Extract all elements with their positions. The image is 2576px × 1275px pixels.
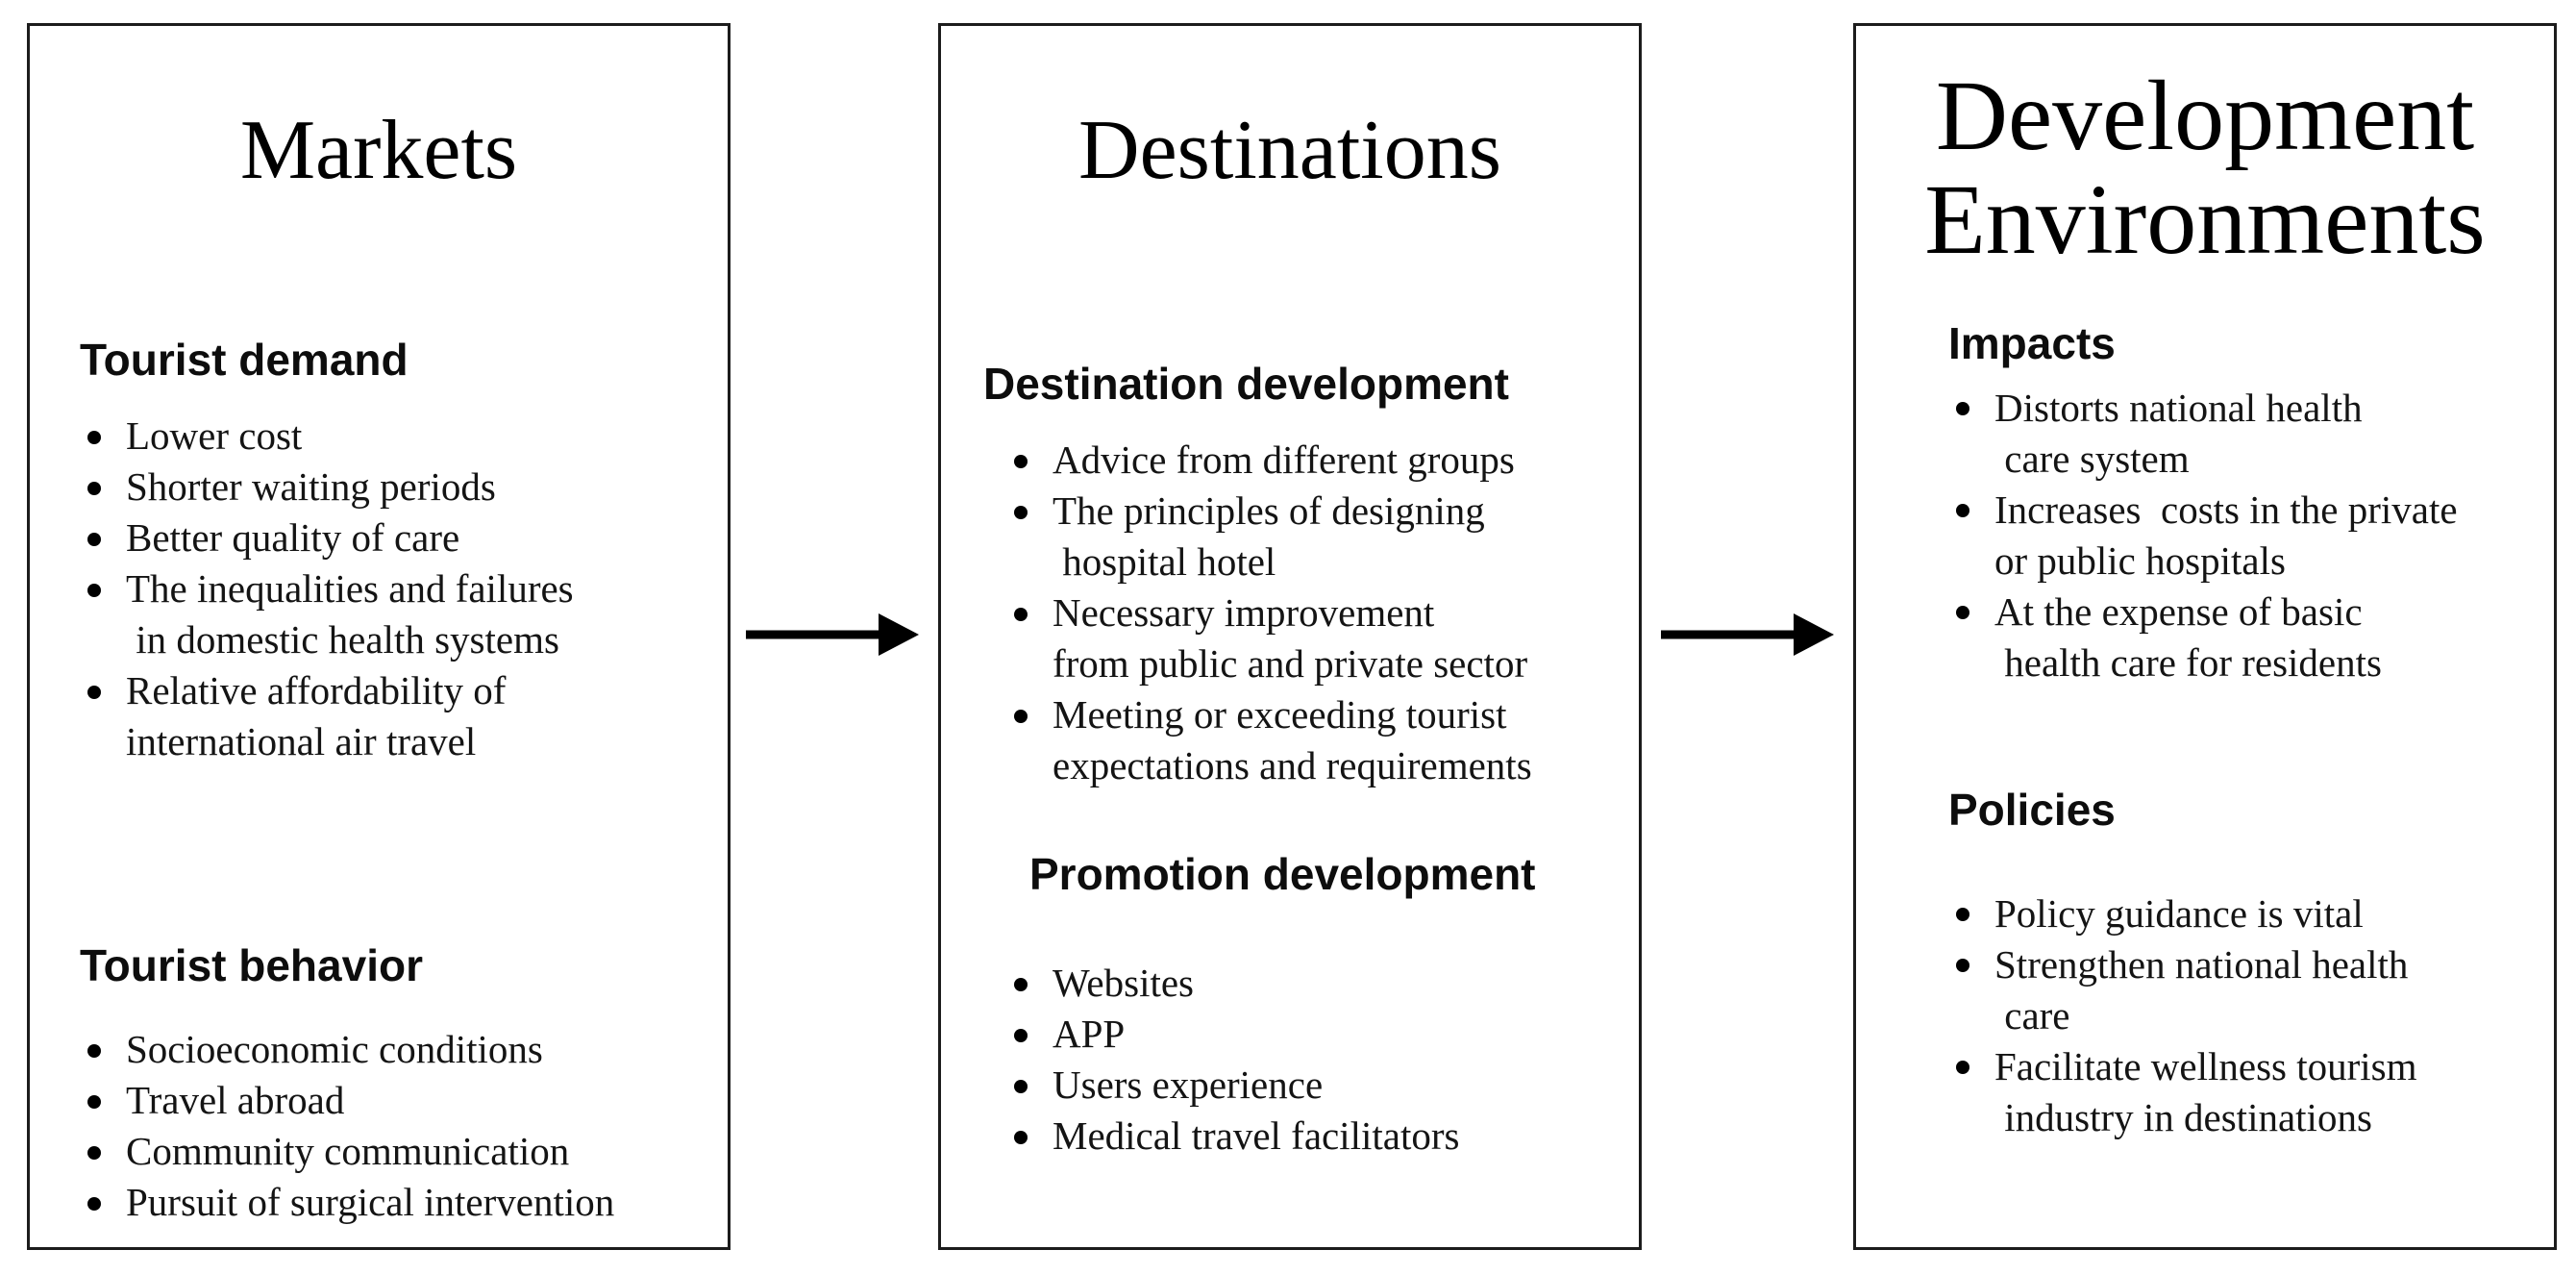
bullet-text: At the expense of basic health care for … xyxy=(1994,589,2382,686)
box-destinations-title: Destinations xyxy=(1078,104,1501,197)
bullet-icon xyxy=(1956,1061,1969,1075)
section-destination-development: Destination development Advice from diff… xyxy=(941,359,1639,791)
section-heading: Tourist demand xyxy=(80,335,409,386)
bullet-text: Distorts national health care system xyxy=(1994,386,2363,482)
list-item: Websites xyxy=(1014,958,1639,1009)
bullet-text: Necessary improvement from public and pr… xyxy=(1053,590,1528,687)
flow-arrow-destinations-to-development xyxy=(1661,613,1834,656)
list-item: Necessary improvement from public and pr… xyxy=(1014,588,1639,689)
bullet-icon xyxy=(1014,455,1028,469)
bullet-list: Distorts national health care system Inc… xyxy=(1856,383,2554,688)
bullet-icon xyxy=(1956,908,1969,922)
bullet-icon xyxy=(87,1044,101,1059)
box-development-environments-title: Development Environments xyxy=(1924,61,2486,276)
bullet-text: Meeting or exceeding tourist expectation… xyxy=(1053,692,1532,788)
bullet-icon xyxy=(87,482,101,496)
list-item: Distorts national health care system xyxy=(1956,383,2554,485)
box-markets: Markets Tourist demand Lower cost Shorte… xyxy=(27,23,731,1250)
bullet-icon xyxy=(87,686,101,700)
bullet-text: Medical travel facilitators xyxy=(1053,1113,1460,1159)
section-policies: Policies Policy guidance is vital Streng… xyxy=(1856,785,2554,1143)
bullet-icon xyxy=(1014,608,1028,622)
bullet-text: Pursuit of surgical intervention xyxy=(126,1180,615,1225)
bullet-list: Policy guidance is vital Strengthen nati… xyxy=(1856,888,2554,1143)
list-item: APP xyxy=(1014,1009,1639,1060)
bullet-text: Travel abroad xyxy=(126,1078,345,1123)
list-item: Relative affordability of international … xyxy=(87,665,728,767)
bullet-icon xyxy=(1014,710,1028,724)
section-heading: Impacts xyxy=(1948,318,2116,369)
list-item: The inequalities and failures in domesti… xyxy=(87,563,728,665)
bullet-text: Shorter waiting periods xyxy=(126,464,496,510)
bullet-icon xyxy=(1956,606,1969,620)
bullet-list: Advice from different groups The princip… xyxy=(941,435,1639,791)
bullet-icon xyxy=(87,431,101,445)
bullet-text: Socioeconomic conditions xyxy=(126,1027,543,1072)
bullet-text: Users experience xyxy=(1053,1062,1324,1108)
bullet-text: The inequalities and failures in domesti… xyxy=(126,566,574,662)
list-item: Shorter waiting periods xyxy=(87,462,728,512)
bullet-text: Increases costs in the private or public… xyxy=(1994,488,2458,584)
list-item: Socioeconomic conditions xyxy=(87,1024,728,1075)
list-item: Users experience xyxy=(1014,1060,1639,1111)
section-promotion-development: Promotion development Websites APP Users… xyxy=(941,849,1639,1162)
list-item: Medical travel facilitators xyxy=(1014,1111,1639,1162)
bullet-list: Socioeconomic conditions Travel abroad C… xyxy=(30,1024,728,1228)
list-item: Strengthen national health care xyxy=(1956,939,2554,1041)
list-item: Meeting or exceeding tourist expectation… xyxy=(1014,689,1639,791)
list-item: The principles of designing hospital hot… xyxy=(1014,486,1639,588)
bullet-icon xyxy=(87,1146,101,1161)
bullet-icon xyxy=(1014,978,1028,992)
bullet-text: Better quality of care xyxy=(126,515,460,561)
list-item: Better quality of care xyxy=(87,512,728,563)
bullet-text: Strengthen national health care xyxy=(1994,942,2409,1038)
bullet-text: APP xyxy=(1053,1012,1126,1057)
bullet-text: Lower cost xyxy=(126,413,303,459)
bullet-icon xyxy=(87,1197,101,1212)
box-destinations: Destinations Destination development Adv… xyxy=(938,23,1642,1250)
section-tourist-demand: Tourist demand Lower cost Shorter waitin… xyxy=(30,335,728,767)
bullet-text: The principles of designing hospital hot… xyxy=(1053,488,1485,585)
bullet-text: Relative affordability of international … xyxy=(126,668,507,764)
bullet-text: Community communication xyxy=(126,1129,570,1174)
bullet-icon xyxy=(1014,1080,1028,1094)
bullet-icon xyxy=(1014,506,1028,520)
list-item: Lower cost xyxy=(87,411,728,462)
section-heading: Policies xyxy=(1948,785,2116,836)
section-impacts: Impacts Distorts national health care sy… xyxy=(1856,318,2554,688)
list-item: Community communication xyxy=(87,1126,728,1177)
bullet-list: Lower cost Shorter waiting periods Bette… xyxy=(30,411,728,767)
bullet-icon xyxy=(1956,402,1969,416)
bullet-text: Policy guidance is vital xyxy=(1994,891,2364,937)
section-tourist-behavior: Tourist behavior Socioeconomic condition… xyxy=(30,940,728,1228)
bullet-icon xyxy=(1014,1029,1028,1043)
section-heading: Tourist behavior xyxy=(80,940,423,991)
bullet-text: Facilitate wellness tourism industry in … xyxy=(1994,1044,2417,1140)
box-markets-title: Markets xyxy=(239,104,518,197)
list-item: Advice from different groups xyxy=(1014,435,1639,486)
list-item: Travel abroad xyxy=(87,1075,728,1126)
bullet-list: Websites APP Users experience Medical tr… xyxy=(941,958,1639,1162)
box-development-environments: Development Environments Impacts Distort… xyxy=(1853,23,2557,1250)
bullet-icon xyxy=(87,533,101,547)
bullet-text: Advice from different groups xyxy=(1053,438,1515,483)
list-item: At the expense of basic health care for … xyxy=(1956,587,2554,688)
section-heading: Promotion development xyxy=(1029,849,1536,900)
bullet-icon xyxy=(87,1095,101,1110)
section-heading: Destination development xyxy=(983,359,1509,410)
list-item: Pursuit of surgical intervention xyxy=(87,1177,728,1228)
bullet-icon xyxy=(87,584,101,598)
list-item: Facilitate wellness tourism industry in … xyxy=(1956,1041,2554,1143)
bullet-text: Websites xyxy=(1053,961,1195,1006)
list-item: Increases costs in the private or public… xyxy=(1956,485,2554,587)
bullet-icon xyxy=(1956,504,1969,518)
bullet-icon xyxy=(1956,959,1969,973)
bullet-icon xyxy=(1014,1131,1028,1145)
flow-arrow-markets-to-destinations xyxy=(746,613,919,656)
list-item: Policy guidance is vital xyxy=(1956,888,2554,939)
